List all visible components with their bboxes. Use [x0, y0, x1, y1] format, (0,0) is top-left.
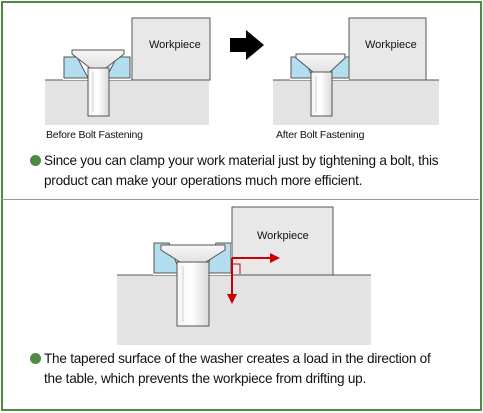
- bolt-shank: [310, 71, 333, 117]
- process-arrow-icon: [230, 30, 264, 60]
- bolt-shank: [176, 261, 210, 327]
- table-block: [273, 80, 439, 125]
- bolt-shank: [87, 67, 110, 117]
- vertical-force-arrowhead: [227, 294, 237, 304]
- bullet-icon: [30, 155, 41, 166]
- workpiece-label: Workpiece: [149, 39, 201, 51]
- after-caption: After Bolt Fastening: [276, 129, 365, 141]
- bullet-icon: [30, 353, 41, 364]
- right-angle-marker: [232, 263, 241, 274]
- workpiece-label: Workpiece: [257, 230, 309, 242]
- section-divider: [2, 199, 479, 200]
- horizontal-force-arrowhead: [270, 253, 280, 263]
- description-2-line-1: The tapered surface of the washer create…: [44, 351, 431, 366]
- description-1: Since you can clamp your work material j…: [30, 151, 470, 191]
- workpiece-block: [231, 206, 334, 276]
- description-1-line-2: product can make your operations much mo…: [44, 173, 363, 188]
- table-block: [117, 275, 371, 345]
- washer-right: [105, 56, 131, 79]
- before-caption: Before Bolt Fastening: [46, 129, 143, 141]
- before-fastening-diagram: Workpiece: [45, 17, 211, 125]
- workpiece-block: [348, 17, 427, 81]
- description-2: The tapered surface of the washer create…: [30, 349, 470, 389]
- description-1-line-1: Since you can clamp your work material j…: [44, 153, 439, 168]
- after-fastening-diagram: Workpiece: [273, 17, 439, 125]
- force-diagram: Workpiece: [117, 206, 371, 345]
- workpiece-label: Workpiece: [365, 39, 417, 51]
- description-2-line-2: the table, which prevents the workpiece …: [44, 371, 366, 386]
- workpiece-block: [131, 17, 211, 81]
- table-block: [45, 80, 209, 125]
